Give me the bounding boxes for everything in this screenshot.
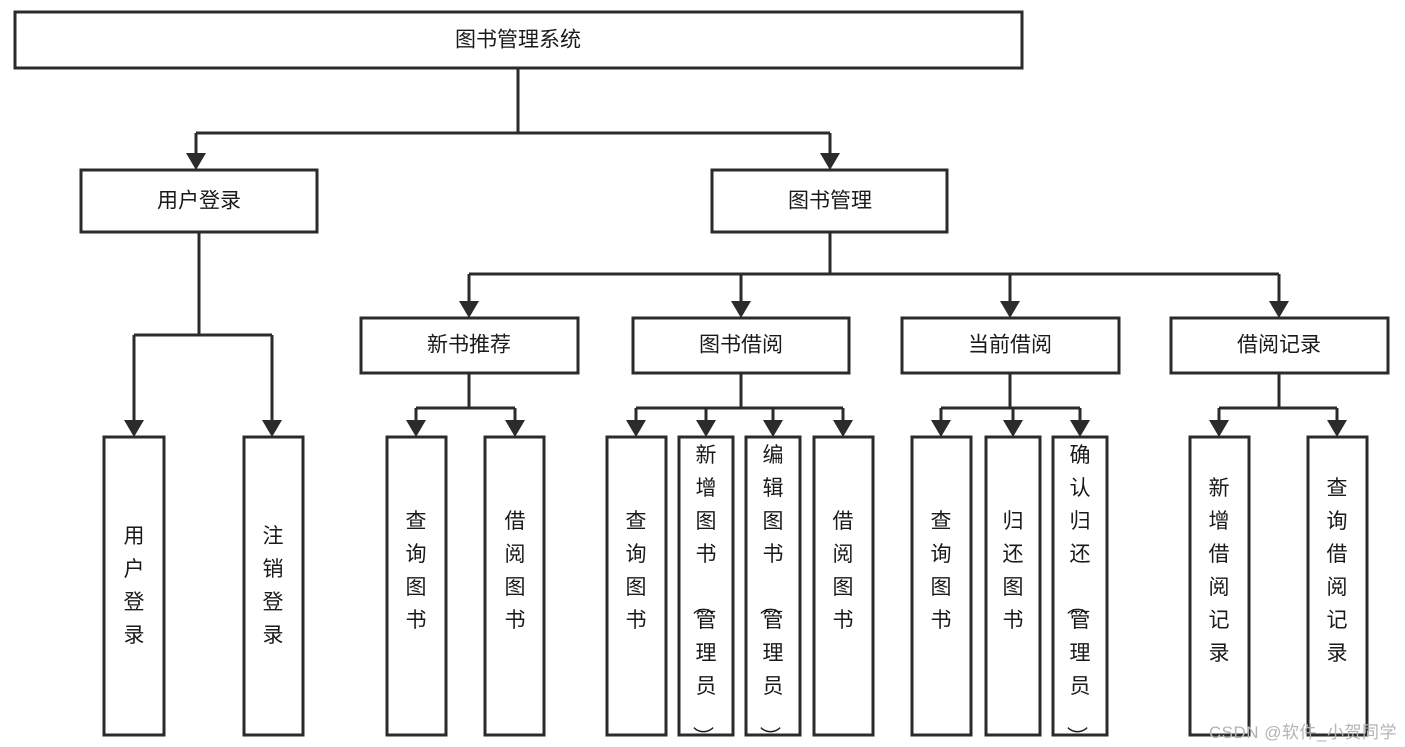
node-book-manage[interactable]: 图书管理 — [710, 168, 949, 234]
node-borrow-record-box[interactable] — [1169, 316, 1390, 375]
arrowhead-confirm-return — [1070, 420, 1090, 437]
leaf-nodes-layer: 用户登录 注销登录 查询图书 借阅图书 查询图书 新增图书（管理员） 编辑图书（… — [102, 435, 1369, 747]
node-leaf-borrow-book-1-label: 借阅图书 — [505, 510, 526, 632]
node-root-label: 图书管理系统 — [455, 29, 581, 52]
node-leaf-borrow-book-1[interactable]: 借阅图书 — [483, 435, 546, 737]
node-leaf-query-book-2-label: 查询图书 — [626, 510, 647, 632]
node-leaf-borrow-book-2[interactable]: 借阅图书 — [812, 435, 875, 737]
node-leaf-user-login[interactable]: 用户登录 — [102, 435, 166, 737]
node-leaf-query-book-3[interactable]: 查询图书 — [910, 435, 973, 737]
node-leaf-query-book-3-label: 查询图书 — [931, 510, 952, 632]
arrowhead-new-book-rec — [459, 301, 479, 318]
node-leaf-query-book-1-label: 查询图书 — [406, 510, 427, 632]
arrowhead-add-record — [1209, 420, 1229, 437]
node-leaf-edit-book-box[interactable] — [744, 435, 802, 737]
node-leaf-query-book-1-box[interactable] — [385, 435, 448, 737]
arrowhead-current-borrow — [1000, 301, 1020, 318]
arrowhead-book-manage — [820, 153, 840, 170]
node-leaf-query-record-box[interactable] — [1306, 435, 1369, 737]
node-leaf-add-book-label: 新增图书（管理员） — [691, 444, 717, 747]
node-leaf-confirm-return-box[interactable] — [1051, 435, 1109, 737]
node-book-borrow-label: 图书借阅 — [699, 334, 783, 357]
node-leaf-edit-book-label: 编辑图书（管理员） — [758, 444, 784, 747]
node-new-book-rec-box[interactable] — [359, 316, 580, 375]
node-leaf-query-book-3-box[interactable] — [910, 435, 973, 737]
node-leaf-return-book-label: 归还图书 — [1003, 510, 1024, 632]
node-leaf-return-book[interactable]: 归还图书 — [984, 435, 1042, 737]
arrowhead-borrow-record — [1269, 301, 1289, 318]
node-current-borrow[interactable]: 当前借阅 — [900, 316, 1121, 375]
arrowhead-add-book — [696, 420, 716, 437]
node-new-book-rec-label: 新书推荐 — [427, 334, 511, 357]
node-book-manage-box[interactable] — [710, 168, 949, 234]
node-leaf-query-record[interactable]: 查询借阅记录 — [1306, 435, 1369, 737]
arrowhead-leaf-user-logout — [262, 420, 282, 437]
node-root[interactable]: 图书管理系统 — [13, 10, 1024, 70]
node-leaf-user-login-box[interactable] — [102, 435, 166, 737]
node-leaf-borrow-book-2-label: 借阅图书 — [833, 510, 854, 632]
arrowhead-query-book-3 — [931, 420, 951, 437]
node-borrow-record-label: 借阅记录 — [1237, 334, 1321, 357]
node-user-login-box[interactable] — [79, 168, 319, 234]
arrowhead-edit-book — [763, 420, 783, 437]
node-leaf-add-record[interactable]: 新增借阅记录 — [1188, 435, 1251, 737]
node-leaf-add-book-box[interactable] — [677, 435, 735, 737]
node-book-borrow[interactable]: 图书借阅 — [631, 316, 851, 375]
arrowhead-leaf-user-login — [124, 420, 144, 437]
node-book-manage-label: 图书管理 — [788, 190, 872, 213]
node-root-box[interactable] — [13, 10, 1024, 70]
arrowhead-user-login — [186, 153, 206, 170]
node-user-login-label: 用户登录 — [157, 190, 241, 213]
node-current-borrow-box[interactable] — [900, 316, 1121, 375]
node-leaf-add-book[interactable]: 新增图书（管理员） — [677, 435, 735, 747]
arrowhead-query-record — [1327, 420, 1347, 437]
node-leaf-query-book-2-box[interactable] — [605, 435, 668, 737]
node-leaf-user-logout-box[interactable] — [242, 435, 305, 737]
node-leaf-borrow-book-1-box[interactable] — [483, 435, 546, 737]
node-leaf-query-book-1[interactable]: 查询图书 — [385, 435, 448, 737]
arrowhead-return-book — [1003, 420, 1023, 437]
node-leaf-user-login-label: 用户登录 — [124, 525, 145, 647]
node-leaf-edit-book[interactable]: 编辑图书（管理员） — [744, 435, 802, 747]
connector-layer — [124, 68, 1347, 437]
node-current-borrow-label: 当前借阅 — [968, 334, 1052, 357]
node-leaf-confirm-return[interactable]: 确认归还（管理员） — [1051, 435, 1109, 747]
node-leaf-borrow-book-2-box[interactable] — [812, 435, 875, 737]
arrowhead-query-book-1 — [406, 420, 426, 437]
node-leaf-add-record-label: 新增借阅记录 — [1209, 477, 1230, 665]
node-leaf-return-book-box[interactable] — [984, 435, 1042, 737]
node-leaf-confirm-return-label: 确认归还（管理员） — [1065, 444, 1091, 747]
node-leaf-add-record-box[interactable] — [1188, 435, 1251, 737]
node-borrow-record[interactable]: 借阅记录 — [1169, 316, 1390, 375]
node-leaf-query-book-2[interactable]: 查询图书 — [605, 435, 668, 737]
arrowhead-borrow-book-1 — [505, 420, 525, 437]
node-new-book-rec[interactable]: 新书推荐 — [359, 316, 580, 375]
node-book-borrow-box[interactable] — [631, 316, 851, 375]
node-leaf-query-record-label: 查询借阅记录 — [1327, 477, 1348, 665]
node-leaf-user-logout[interactable]: 注销登录 — [242, 435, 305, 737]
node-user-login[interactable]: 用户登录 — [79, 168, 319, 234]
node-leaf-user-logout-label: 注销登录 — [263, 525, 284, 647]
arrowhead-borrow-book-2 — [833, 420, 853, 437]
arrowhead-book-borrow — [731, 301, 751, 318]
arrowhead-query-book-2 — [626, 420, 646, 437]
